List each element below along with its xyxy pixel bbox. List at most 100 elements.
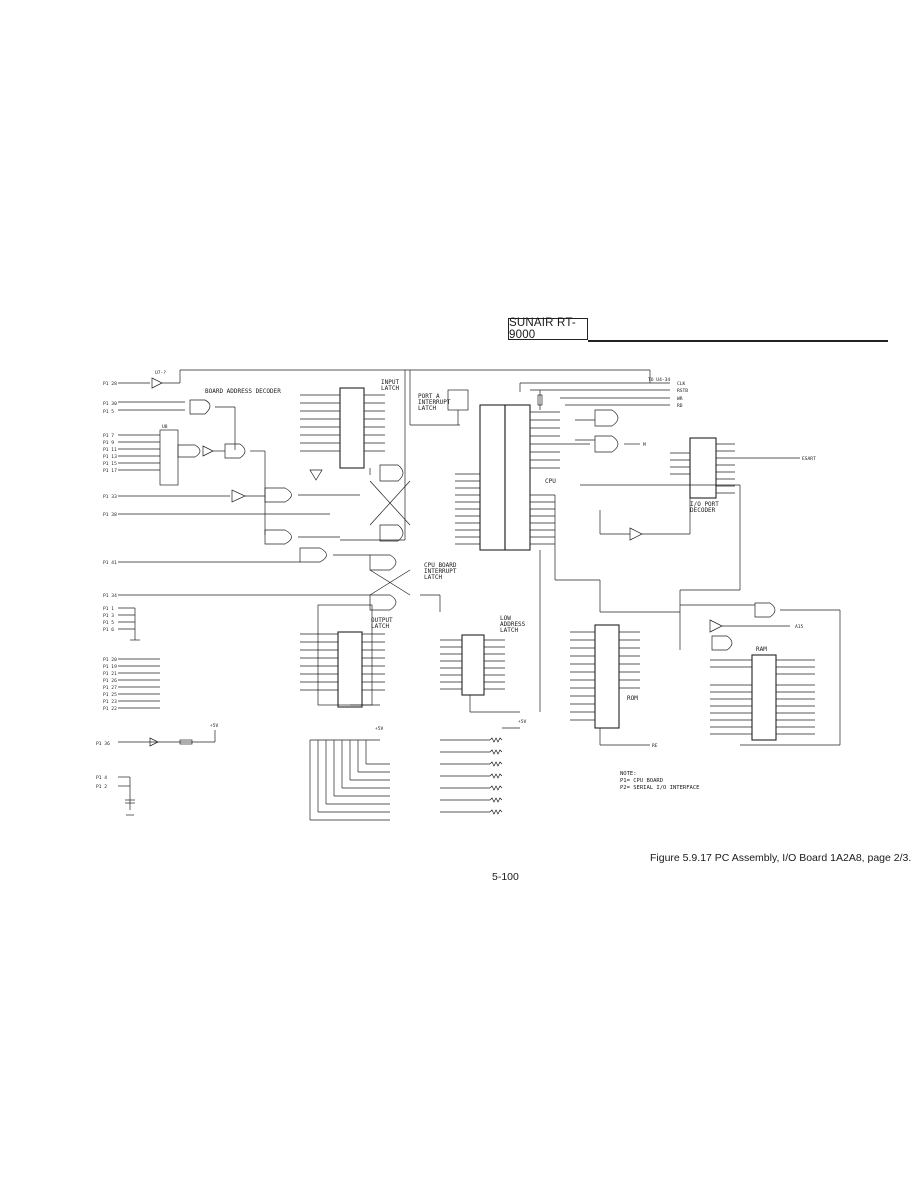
clock-chip (447, 389, 469, 411)
routing (340, 370, 741, 613)
title-block: SUNAIR RT-9000 (508, 317, 588, 341)
chip-ref: U7-? (155, 370, 166, 376)
rom-pins: RE (570, 631, 658, 749)
or-gate (299, 547, 327, 563)
low-address-latch-chip (461, 634, 485, 696)
edge-label: P1 19 (103, 664, 117, 670)
cpu-chip (479, 404, 506, 551)
resistor (179, 739, 193, 745)
buffer-symbol (309, 469, 323, 481)
and-gate (177, 444, 201, 458)
bus-label: CLK (677, 381, 686, 387)
input-latch-chip (339, 387, 365, 469)
rom-chip (594, 624, 620, 729)
resistor (537, 394, 543, 406)
cpu-chip-right (504, 404, 531, 551)
edge-label: P1 28 (103, 381, 117, 387)
edge-label: P1 21 (103, 671, 117, 677)
rom-label: ROM (627, 695, 638, 702)
buffer-symbol (151, 377, 163, 389)
nand-gate (189, 399, 211, 415)
edge-label: P1 13 (103, 454, 117, 460)
io-decoder-chip (689, 437, 717, 499)
buffer-symbol (231, 489, 246, 503)
edge-label: P1 26 (103, 678, 117, 684)
nand-gate (369, 554, 397, 571)
edge-label: P1 17 (103, 468, 117, 474)
or-gate (594, 409, 619, 427)
or-gate (264, 529, 292, 545)
bus-label: WR (677, 396, 683, 402)
edge-label: P1 41 (103, 560, 117, 566)
notes-block: NOTE: P1= CPU BOARD P2= SERIAL I/O INTER… (620, 771, 700, 791)
io-decoder-pins: ESART (670, 443, 816, 494)
supply-label: +5V (518, 719, 527, 725)
net-label: RE (652, 743, 658, 749)
figure-caption: Figure 5.9.17 PC Assembly, I/O Board 1A2… (650, 852, 912, 864)
bus-label: RSTB (677, 388, 688, 394)
inverter-symbol (709, 619, 723, 633)
edge-label: P1 1 (103, 606, 114, 612)
led-symbol (149, 737, 159, 747)
power-section: P1 36 +5V P1 4 P1 2 (96, 723, 219, 816)
or-gate (711, 635, 733, 651)
bus-label: RD (677, 403, 683, 409)
edge-label: P1 5 (103, 620, 114, 626)
inverter-symbol (202, 445, 214, 457)
edge-label: P1 22 (103, 706, 117, 712)
edge-label: P1 2 (96, 784, 107, 790)
net-label: A15 (795, 624, 804, 630)
edge-label: P1 23 (103, 699, 117, 705)
low-address-pins (440, 639, 505, 690)
edge-label: P1 36 (96, 741, 110, 747)
output-latch-chip (337, 631, 363, 708)
net-label: ESART (802, 456, 816, 462)
or-gate (594, 435, 619, 453)
edge-label: P1 34 (103, 593, 117, 599)
data-edge: P1 20 P1 19 P1 21 P1 26 P1 27 P1 25 P1 2… (103, 606, 160, 712)
edge-label: P1 4 (96, 775, 107, 781)
resistor-pack: +5V (309, 726, 390, 821)
supply-label: +5V (375, 726, 384, 732)
and-gate (224, 443, 246, 459)
input-latch-pins (300, 394, 385, 452)
edge-label: P1 7 (103, 433, 114, 439)
edge-label: P1 15 (103, 461, 117, 467)
chip-ref: U8 (162, 424, 168, 430)
edge-label: P1 6 (103, 627, 114, 633)
nand-gate (379, 464, 404, 482)
edge-label: P1 5 (103, 409, 114, 415)
edge-label: P1 11 (103, 447, 117, 453)
top-right-bus: TO U4-34 CLK RSTB WR RD (520, 370, 688, 409)
bus-label: TO U4-34 (648, 377, 670, 383)
edge-label: P1 27 (103, 685, 117, 691)
edge-label: P1 30 (103, 401, 117, 407)
net-label: M (643, 442, 646, 448)
ram-pins (710, 659, 815, 735)
nand-gate (754, 602, 776, 618)
output-bus-frame (317, 604, 373, 706)
ram-label: RAM (756, 646, 767, 653)
edge-label: P1 38 (103, 512, 117, 518)
inverter-symbol (629, 527, 643, 541)
cpu-label: CPU (545, 478, 556, 485)
ram-chip (751, 654, 777, 741)
decoder-label: BOARD ADDRESS DECODER (205, 388, 281, 395)
or-gate (264, 487, 292, 503)
nand-gate (369, 594, 397, 611)
comparator-chip (159, 429, 179, 486)
edge-label: P1 25 (103, 692, 117, 698)
edge-label: P1 20 (103, 657, 117, 663)
supply-label: +5V (210, 723, 219, 729)
nand-gate (379, 524, 404, 542)
address-resistor-chain: +5V (440, 719, 527, 815)
